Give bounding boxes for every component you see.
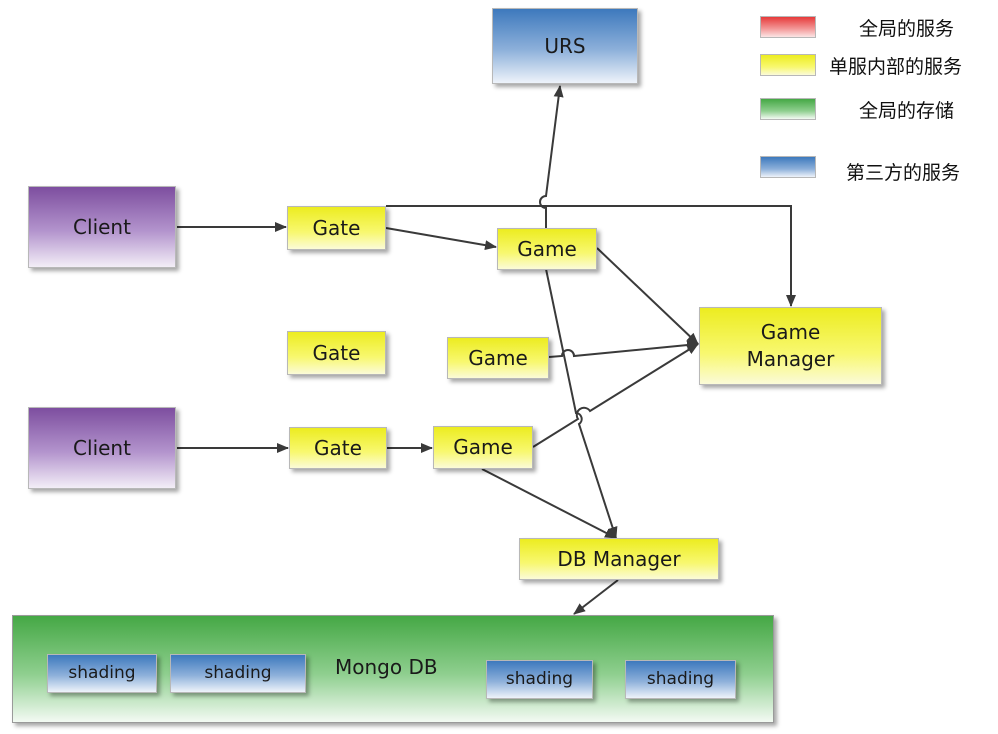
legend-label-global-storage: 全局的存储 xyxy=(859,100,955,122)
game-node-2: Game xyxy=(447,337,549,379)
gate-node-3: Gate xyxy=(289,427,387,469)
game-manager-label-line2: Manager xyxy=(746,347,835,371)
edge-dbmanager-mongodb xyxy=(573,579,619,615)
shard-label: shading xyxy=(204,663,272,684)
gate-node-1: Gate xyxy=(287,206,386,250)
edge-game1-gamemanager xyxy=(596,247,699,345)
legend-swatch-green xyxy=(760,98,816,120)
gate-label: Gate xyxy=(312,215,361,240)
game-label: Game xyxy=(517,236,577,261)
shard-node-4: shading xyxy=(625,660,736,699)
edge-game3-dbmanager xyxy=(481,468,617,539)
edge-game3-gamemanager xyxy=(532,343,699,448)
game-node-1: Game xyxy=(497,228,597,270)
shard-label: shading xyxy=(505,669,574,690)
gate-label: Gate xyxy=(312,340,361,365)
legend-label-global-service: 全局的服务 xyxy=(859,18,955,40)
client-node-2: Client xyxy=(28,407,176,489)
legend-swatch-yellow xyxy=(760,54,816,76)
game-manager-node: Game Manager xyxy=(699,307,882,385)
shard-label: shading xyxy=(68,663,136,684)
urs-node: URS xyxy=(492,8,638,84)
legend-label-third-party-service: 第三方的服务 xyxy=(846,162,961,184)
client-label: Client xyxy=(73,214,131,239)
client-label: Client xyxy=(73,435,131,460)
shard-node-1: shading xyxy=(47,654,157,693)
edge-gate1-game1 xyxy=(385,227,497,251)
db-manager-node: DB Manager xyxy=(519,538,719,580)
game-node-3: Game xyxy=(433,426,533,469)
legend-label-internal-service: 单服内部的服务 xyxy=(829,56,963,78)
edge-gate1-gamemanager xyxy=(386,205,796,307)
gate-node-2: Gate xyxy=(287,331,386,375)
gate-label: Gate xyxy=(314,435,362,460)
legend-swatch-blue xyxy=(760,156,816,178)
game-label: Game xyxy=(453,435,513,459)
game-manager-label-line1: Game xyxy=(760,320,821,344)
mongo-db-label: Mongo DB xyxy=(335,655,438,679)
shard-label: shading xyxy=(646,669,715,690)
edge-game2-gamemanager xyxy=(548,340,699,358)
urs-label: URS xyxy=(544,33,586,58)
shard-node-3: shading xyxy=(486,660,593,699)
db-manager-label: DB Manager xyxy=(557,546,681,571)
shard-node-2: shading xyxy=(170,654,306,693)
edge-game1-urs xyxy=(539,85,564,228)
client-node-1: Client xyxy=(28,186,176,268)
game-label: Game xyxy=(468,345,528,370)
legend-swatch-red xyxy=(760,16,816,38)
edge-game1-dbmanager xyxy=(545,268,618,539)
